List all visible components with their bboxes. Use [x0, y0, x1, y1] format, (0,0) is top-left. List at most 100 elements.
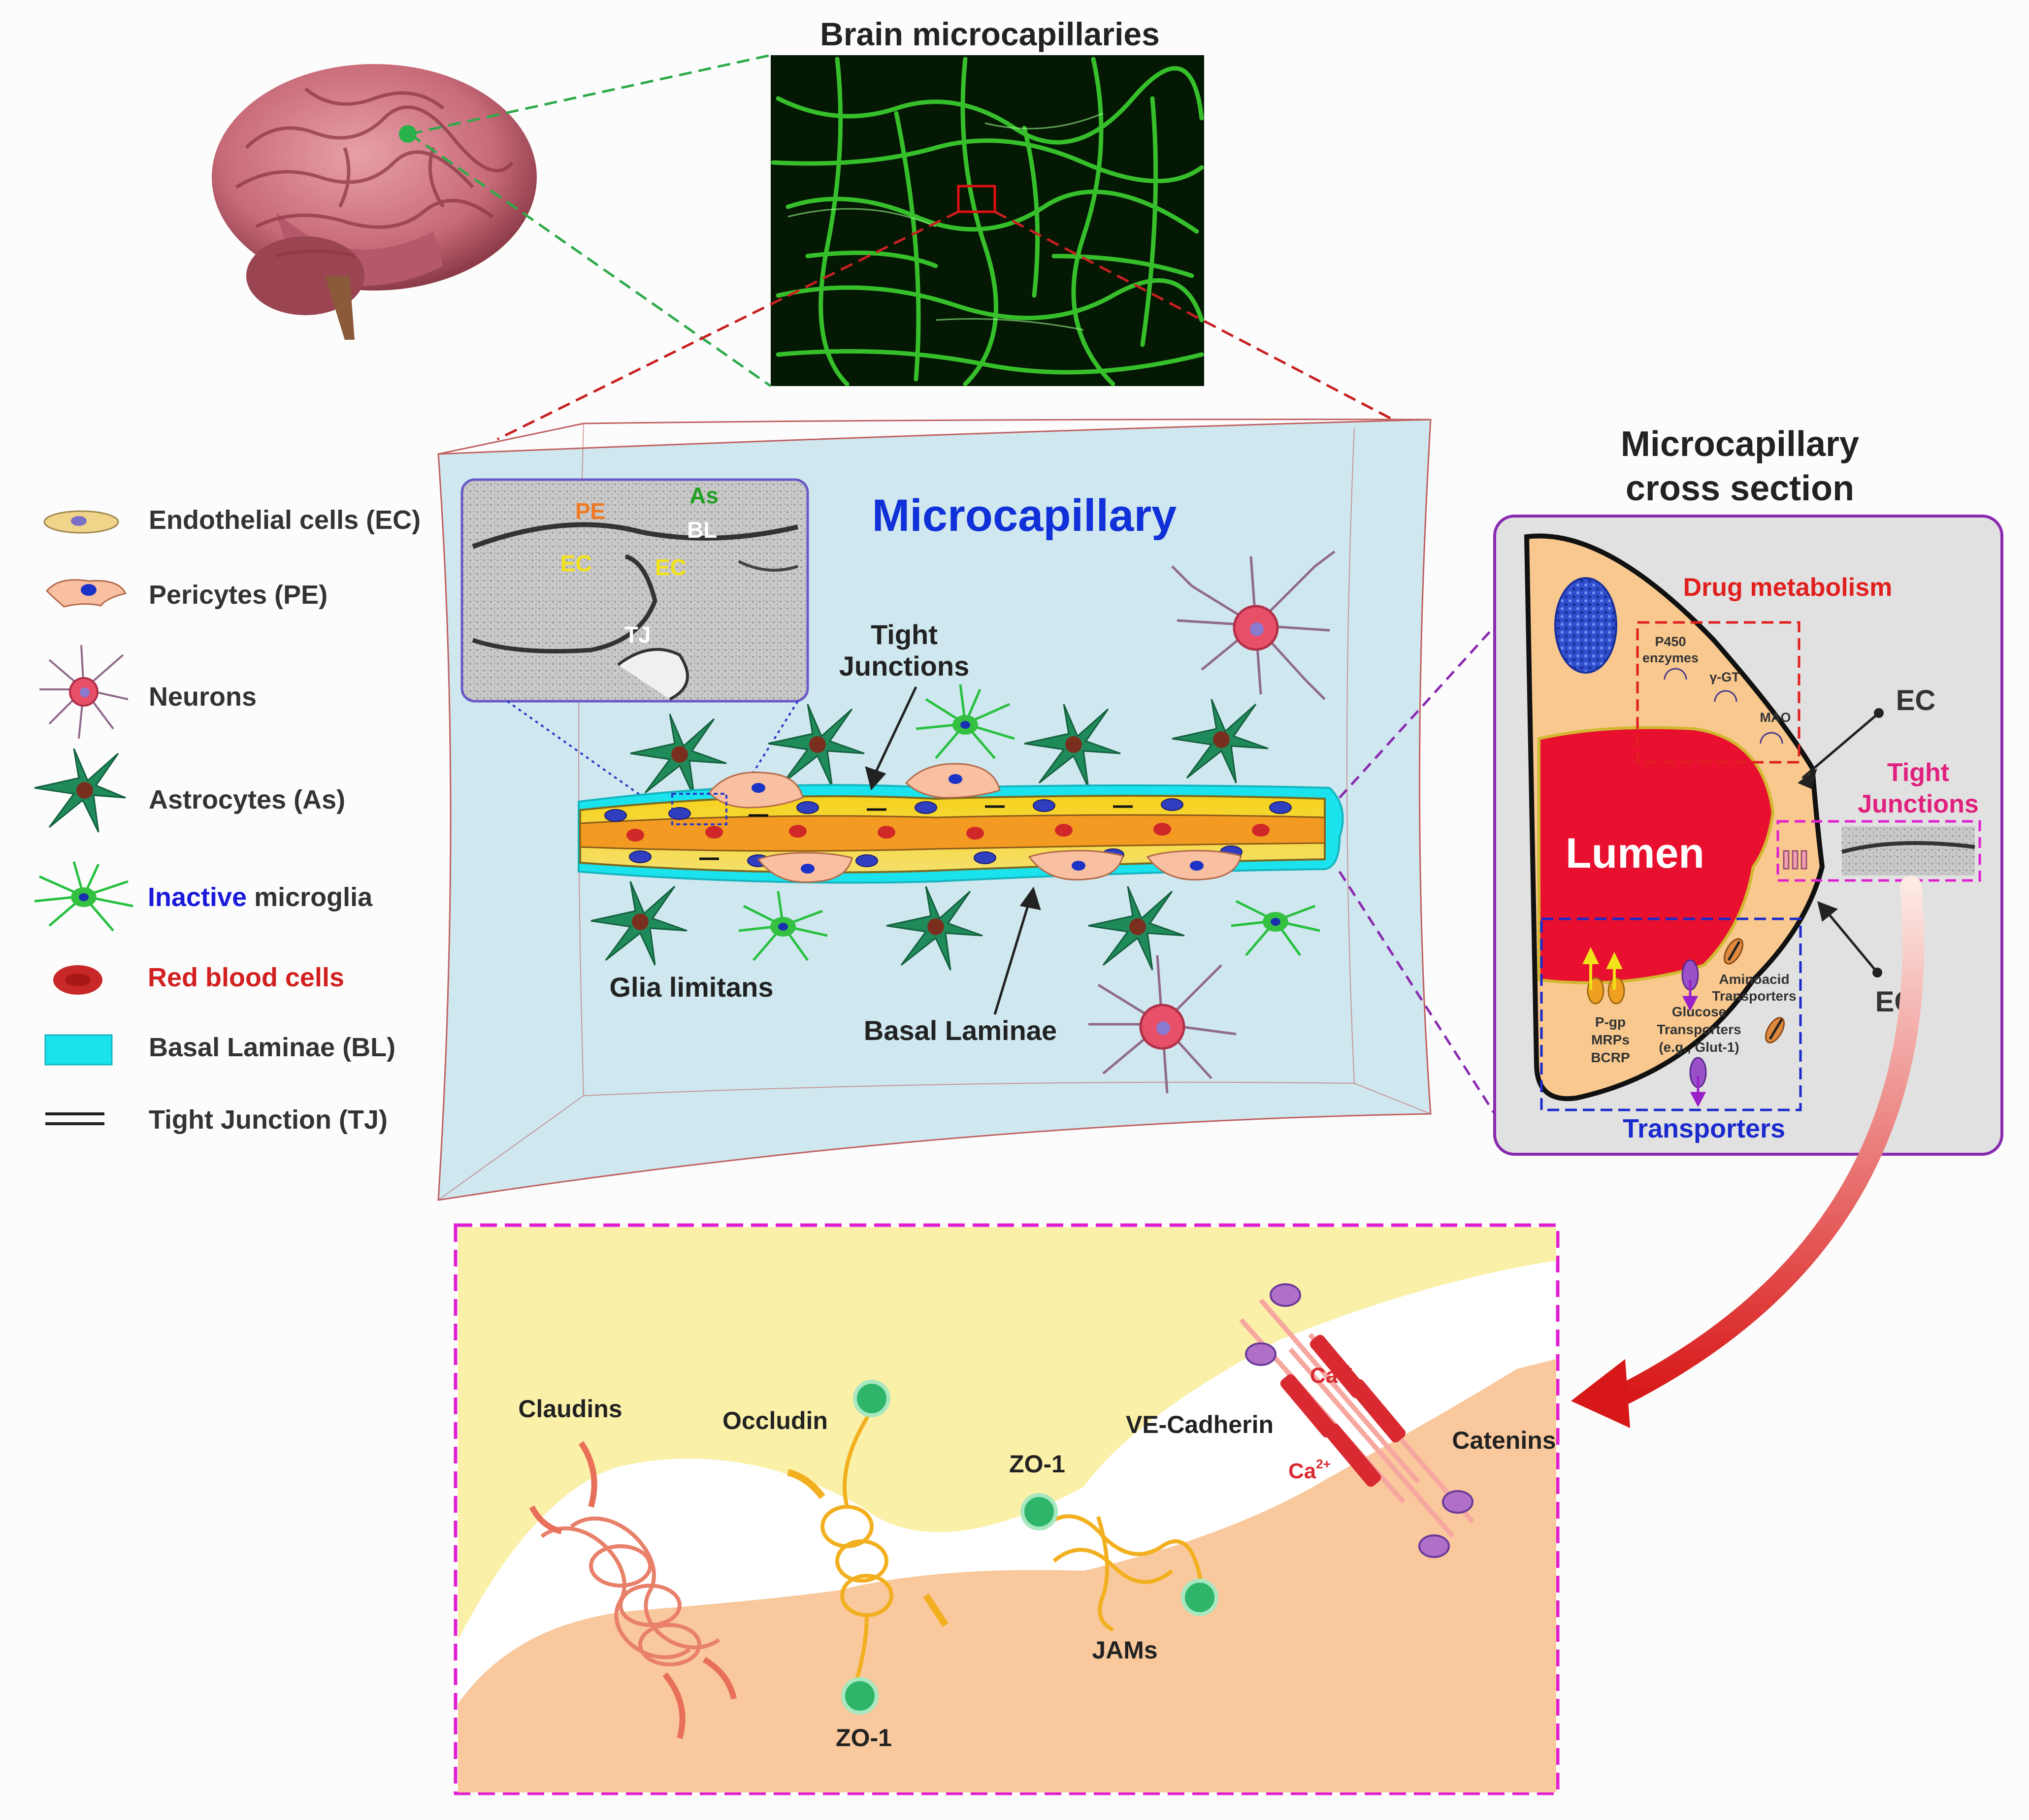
aminoacid-label-line2: Transporters	[1712, 988, 1796, 1004]
pgp-label-line2: MRPs	[1591, 1032, 1630, 1047]
legend-astrocyte-icon	[34, 748, 126, 833]
brain-region-marker	[399, 125, 417, 143]
em-inset: PE As BL EC EC TJ	[460, 478, 809, 703]
legend-label-tight-junction: Tight Junction (TJ)	[149, 1105, 388, 1135]
calcium-label-top-sup: 2+	[1338, 1361, 1352, 1376]
mao-enzyme-icon	[1760, 732, 1783, 744]
lower-cell-region	[458, 1359, 1556, 1792]
tight-junction-em-image	[1842, 826, 1975, 876]
neurons-group	[1088, 551, 1336, 1094]
microcapillary-title: Microcapillary	[872, 490, 1177, 541]
pgp-label-line3: BCRP	[1591, 1050, 1630, 1065]
em-label-as: As	[689, 483, 719, 508]
astrocyte	[630, 714, 727, 798]
drug-metabolism-box	[1636, 621, 1800, 764]
pgp-label-line1: P-gp	[1595, 1014, 1626, 1030]
upper-cell-region	[458, 1227, 1556, 1640]
ec-top-pointer	[1801, 712, 1880, 779]
legend-label-endothelial: Endothelial cells (EC)	[149, 505, 421, 535]
p450-enzyme-icon	[1664, 668, 1687, 680]
occludin-structure	[787, 1392, 949, 1680]
calcium-label-bottom-text: Ca	[1288, 1459, 1316, 1483]
legend: Endothelial cells (EC) Pericytes (PE) Ne…	[34, 505, 421, 1135]
zoom-line-left	[496, 210, 959, 441]
glia-limitans-label: Glia limitans	[610, 972, 774, 1003]
brain-microcapillaries-title: Brain microcapillaries	[820, 16, 1160, 52]
brain-to-micrograph-line-bottom	[409, 132, 772, 388]
claudins-structure	[529, 1441, 737, 1739]
neuron	[1171, 551, 1336, 700]
zo1-occludin-bottom-icon	[841, 1677, 879, 1715]
legend-label-pericyte: Pericytes (PE)	[149, 580, 327, 610]
lumen-label: Lumen	[1566, 830, 1704, 877]
transporters-box	[1540, 917, 1802, 1111]
basal-laminae-arrowhead	[1019, 886, 1041, 910]
em-label-ec-left: EC	[560, 551, 592, 576]
legend-rbc-icon	[53, 965, 102, 995]
brain-illustration	[212, 64, 537, 340]
p450-label-line1: P450	[1655, 634, 1686, 649]
glucose-label-line3: (e.g., Glut-1)	[1659, 1040, 1739, 1055]
basal-laminae-label: Basal Laminae	[864, 1015, 1057, 1046]
ggt-label: γ-GT	[1709, 670, 1740, 684]
calcium-label-top: Ca2+	[1310, 1361, 1352, 1388]
microglia-group	[738, 684, 1320, 961]
zoom-arrow-to-junctions	[1571, 876, 1925, 1428]
zoom-line-right	[994, 210, 1432, 441]
jams-label: JAMs	[1092, 1636, 1157, 1664]
ec-bottom-arrowhead	[1817, 901, 1838, 922]
legend-label-basal-laminae: Basal Laminae (BL)	[149, 1033, 395, 1062]
microcapillaries-micrograph	[771, 55, 1204, 387]
astrocyte	[1024, 704, 1121, 788]
catenins-label: Catenins	[1452, 1427, 1556, 1454]
occludin-label: Occludin	[722, 1407, 828, 1434]
jams-structure	[1043, 1514, 1204, 1632]
legend-basal-laminae-icon	[44, 1034, 113, 1066]
legend-pericyte-icon	[45, 579, 127, 608]
zo1-top-label: ZO-1	[1009, 1450, 1065, 1478]
legend-label-rbc: Red blood cells	[148, 963, 344, 992]
cross-section-connector-top	[1339, 625, 1496, 799]
ec-top-pointer-dot	[1874, 708, 1884, 718]
aminoacid-label-line1: Aminoacid	[1719, 972, 1789, 987]
capillary-vessel	[578, 763, 1344, 884]
claudins-label: Claudins	[518, 1395, 622, 1423]
cross-section-title-line2: cross section	[1626, 469, 1854, 508]
tight-junction-proteins-icon	[1783, 850, 1807, 870]
ec-top-label: EC	[1896, 684, 1936, 716]
zo1-jams-left-icon	[1020, 1493, 1058, 1530]
astrocyte	[768, 704, 865, 788]
microglia	[916, 684, 1015, 759]
mrp-transporter-icon	[1607, 977, 1625, 1005]
astrocyte	[1172, 699, 1269, 783]
cross-tight-junctions-line2: Junctions	[1858, 790, 1979, 818]
capillary-lumen	[579, 814, 1326, 852]
tight-junctions-arrow	[873, 686, 917, 777]
transporters-label: Transporters	[1623, 1114, 1785, 1143]
calcium-label-bottom-sup: 2+	[1316, 1457, 1331, 1471]
legend-label-microglia-text: microglia	[247, 882, 373, 912]
tight-junctions-label-line1: Tight	[871, 619, 938, 650]
em-label-tj: TJ	[624, 622, 651, 648]
legend-endothelial-icon	[43, 510, 119, 534]
neuron	[1088, 955, 1237, 1094]
em-label-pe: PE	[575, 498, 605, 524]
em-region-box	[671, 793, 727, 825]
ec-top-arrowhead	[1798, 768, 1817, 789]
ve-cadherin-label: VE-Cadherin	[1126, 1411, 1274, 1438]
zo1-bottom-label: ZO-1	[836, 1724, 892, 1752]
astrocyte	[590, 881, 687, 966]
inset-pointer-right	[723, 700, 799, 820]
cross-tight-junctions-line1: Tight	[1887, 758, 1949, 787]
astrocytes-group	[590, 699, 1269, 971]
em-label-ec-right: EC	[655, 554, 687, 580]
microglia	[738, 891, 828, 961]
glucose-label-line1: Glucose	[1672, 1004, 1726, 1019]
calcium-label-bottom: Ca2+	[1288, 1457, 1331, 1483]
drug-metabolism-label: Drug metabolism	[1683, 573, 1893, 602]
cross-section-connector-bottom	[1338, 871, 1496, 1115]
legend-label-microglia: Inactive microglia	[148, 882, 373, 912]
catenin-icon	[1245, 1342, 1276, 1366]
mao-label: MAO	[1760, 710, 1791, 725]
